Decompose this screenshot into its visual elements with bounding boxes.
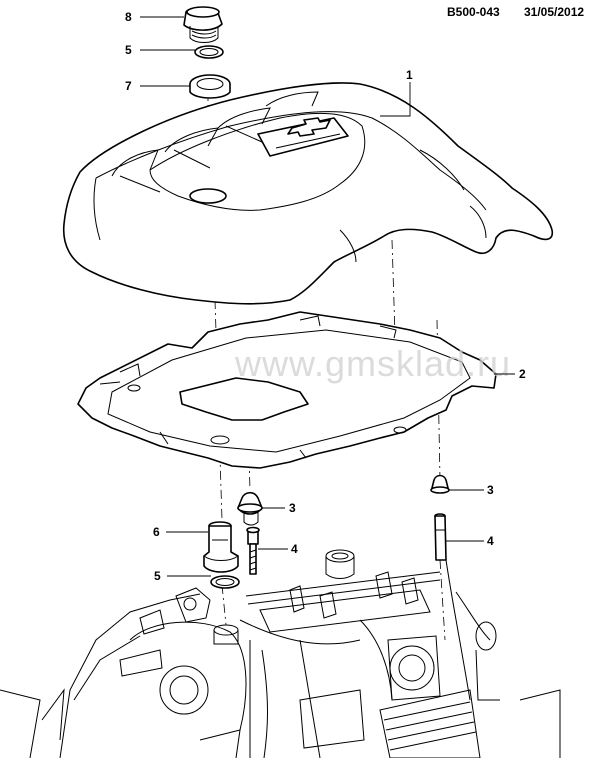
callout-3-right: 3 xyxy=(487,483,494,497)
callout-4-left: 4 xyxy=(291,542,298,556)
engine-cover xyxy=(62,82,554,305)
diagram-code: B500-043 xyxy=(447,5,500,19)
callout-5-top: 5 xyxy=(125,43,132,57)
leader-lines xyxy=(140,16,515,577)
oil-filler-cap xyxy=(183,6,223,43)
callout-5-bottom: 5 xyxy=(154,569,161,583)
grommet-left xyxy=(237,491,263,526)
filler-neck-seal xyxy=(189,74,231,99)
callout-3-left: 3 xyxy=(289,501,296,515)
callout-4-right: 4 xyxy=(487,534,494,548)
mounting-stud-left xyxy=(246,526,260,575)
engine-cover-insulator xyxy=(77,311,497,469)
callout-8-top: 8 xyxy=(125,10,132,24)
mounting-stud-right xyxy=(434,513,447,561)
watermark: www.gmsklad.ru xyxy=(234,343,511,384)
oil-filler-neck xyxy=(203,521,239,573)
diagram-date: 31/05/2012 xyxy=(524,5,584,19)
callout-2: 2 xyxy=(519,367,526,381)
o-ring-top xyxy=(194,45,224,59)
engine-assembly xyxy=(0,549,561,758)
grommet-right xyxy=(430,474,450,494)
callout-6: 6 xyxy=(153,525,160,539)
callout-7: 7 xyxy=(125,79,132,93)
o-ring-bottom xyxy=(210,575,240,589)
callout-1: 1 xyxy=(406,68,413,82)
